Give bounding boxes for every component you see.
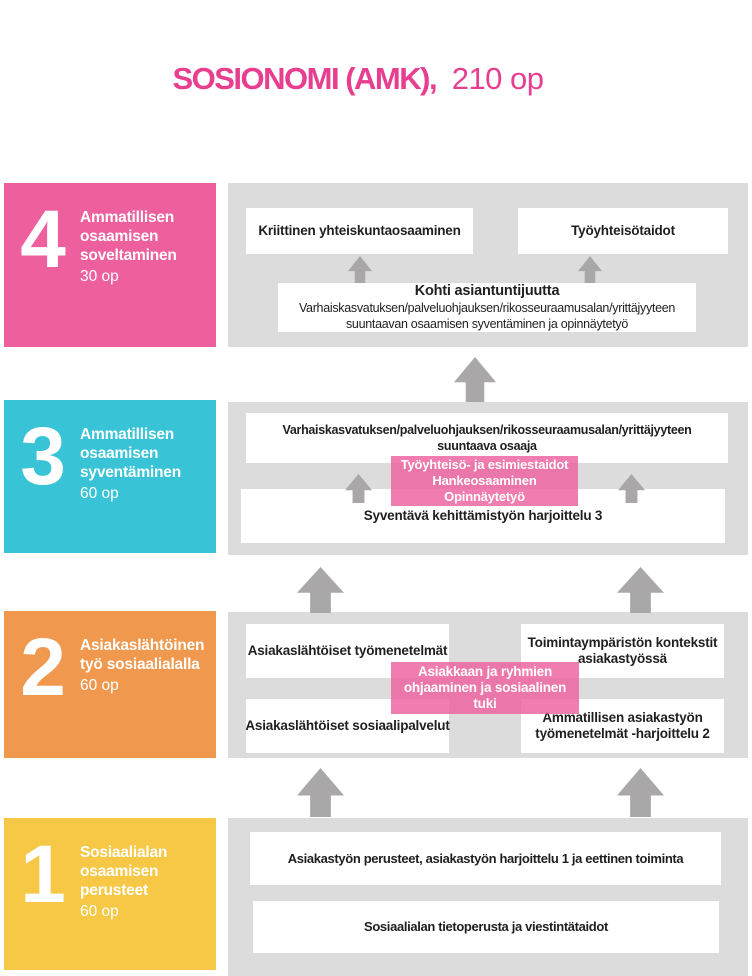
l1-bottom-course-box: Sosiaalialan tietoperusta ja viestintäta… <box>253 901 719 953</box>
l4-center-box-line2: suuntaavan osaamisen syventäminen ja opi… <box>345 317 629 331</box>
l3-top-course-box: Varhaiskasvatuksen/palveluohjauksen/riko… <box>246 413 728 463</box>
l3-pink-box-line1: Työyhteisö- ja esimiestaidot <box>400 457 569 472</box>
l4-center-course-box: Kohti asiantuntijuutta Varhaiskasvatukse… <box>278 283 696 332</box>
level-2-credits: 60 op <box>80 677 119 694</box>
l2-top-right-line2: asiakastyössä <box>578 651 667 666</box>
degree-credits: 210 op <box>451 61 544 96</box>
l4-left-course-box: Kriittinen yhteiskuntaosaaminen <box>246 208 473 254</box>
l2-top-right-course-box: Toimintaympäristön kontekstit asiakastyö… <box>521 624 724 678</box>
l3-pink-box-line2: Hankeosaaminen <box>432 473 537 488</box>
level-3-badge: 3 Ammatillisen osaamisen syventäminen 60… <box>4 400 216 553</box>
l1-top-course-box: Asiakastyön perusteet, asiakastyön harjo… <box>250 832 721 885</box>
level-2-number: 2 <box>20 622 66 713</box>
l2-bottom-right-line1: Ammatillisen asiakastyön <box>542 710 703 725</box>
level-2-text: Asiakaslähtöinen työ sosiaalialalla 60 o… <box>76 636 216 758</box>
up-arrow-icon <box>454 357 496 402</box>
l4-center-box-line1: Varhaiskasvatuksen/palveluohjauksen/riko… <box>298 301 676 315</box>
up-arrow-icon <box>345 474 372 503</box>
level-3-credits: 60 op <box>80 485 119 502</box>
page-title: SOSIONOMI (AMK), 210 op <box>0 60 734 98</box>
level-1-badge: 1 Sosiaalialan osaamisen perusteet 60 op <box>4 818 216 970</box>
l2-bottom-right-course-box: Ammatillisen asiakastyön työmenetelmät -… <box>521 699 724 753</box>
level-4-number: 4 <box>20 194 66 285</box>
level-3-label: Ammatillisen osaamisen syventäminen <box>80 426 181 481</box>
l2-pink-box-line2: ohjaaminen ja sosiaalinen tuki <box>403 680 567 711</box>
l2-pink-box-line1: Asiakkaan ja ryhmien <box>417 664 553 679</box>
l3-top-box-line2: suuntaava osaaja <box>437 439 537 453</box>
l1-top-box-text: Asiakastyön perusteet, asiakastyön harjo… <box>287 850 684 866</box>
up-arrow-icon <box>578 256 602 283</box>
level-4-text: Ammatillisen osaamisen soveltaminen 30 o… <box>76 208 216 347</box>
l1-bottom-box-text: Sosiaalialan tietoperusta ja viestintäta… <box>364 919 608 934</box>
up-arrow-icon <box>617 768 664 817</box>
level-3-text: Ammatillisen osaamisen syventäminen 60 o… <box>76 425 216 553</box>
level-1-text: Sosiaalialan osaamisen perusteet 60 op <box>76 843 216 970</box>
l2-bottom-right-line2: työmenetelmät -harjoittelu 2 <box>535 726 710 741</box>
l4-center-box-heading: Kohti asiantuntijuutta <box>414 283 560 299</box>
level-2-label: Asiakaslähtöinen työ sosiaalialalla <box>80 637 205 673</box>
level-1-number: 1 <box>20 829 66 920</box>
degree-title: SOSIONOMI (AMK), <box>172 61 437 96</box>
level-3-number: 3 <box>20 411 66 502</box>
level-1-credits: 60 op <box>80 903 119 920</box>
up-arrow-icon <box>297 567 344 613</box>
l4-right-course-box: Työyhteisötaidot <box>518 208 728 254</box>
up-arrow-icon <box>348 256 372 283</box>
level-1-label: Sosiaalialan osaamisen perusteet <box>80 844 168 899</box>
l2-pink-overlay-box: Asiakkaan ja ryhmien ohjaaminen ja sosia… <box>391 662 579 714</box>
level-4-label: Ammatillisen osaamisen soveltaminen <box>80 209 177 264</box>
level-2-badge: 2 Asiakaslähtöinen työ sosiaalialalla 60… <box>4 611 216 758</box>
l3-pink-box-line3: Opinnäytetyö <box>444 489 525 504</box>
l3-pink-overlay-box: Työyhteisö- ja esimiestaidot Hankeosaami… <box>391 456 578 506</box>
level-4-badge: 4 Ammatillisen osaamisen soveltaminen 30… <box>4 183 216 347</box>
l3-top-box-line1: Varhaiskasvatuksen/palveluohjauksen/riko… <box>282 423 692 437</box>
up-arrow-icon <box>618 474 645 503</box>
l2-top-right-line1: Toimintaympäristön kontekstit <box>527 635 718 650</box>
up-arrow-icon <box>617 567 664 613</box>
up-arrow-icon <box>297 768 344 817</box>
level-4-credits: 30 op <box>80 268 119 285</box>
